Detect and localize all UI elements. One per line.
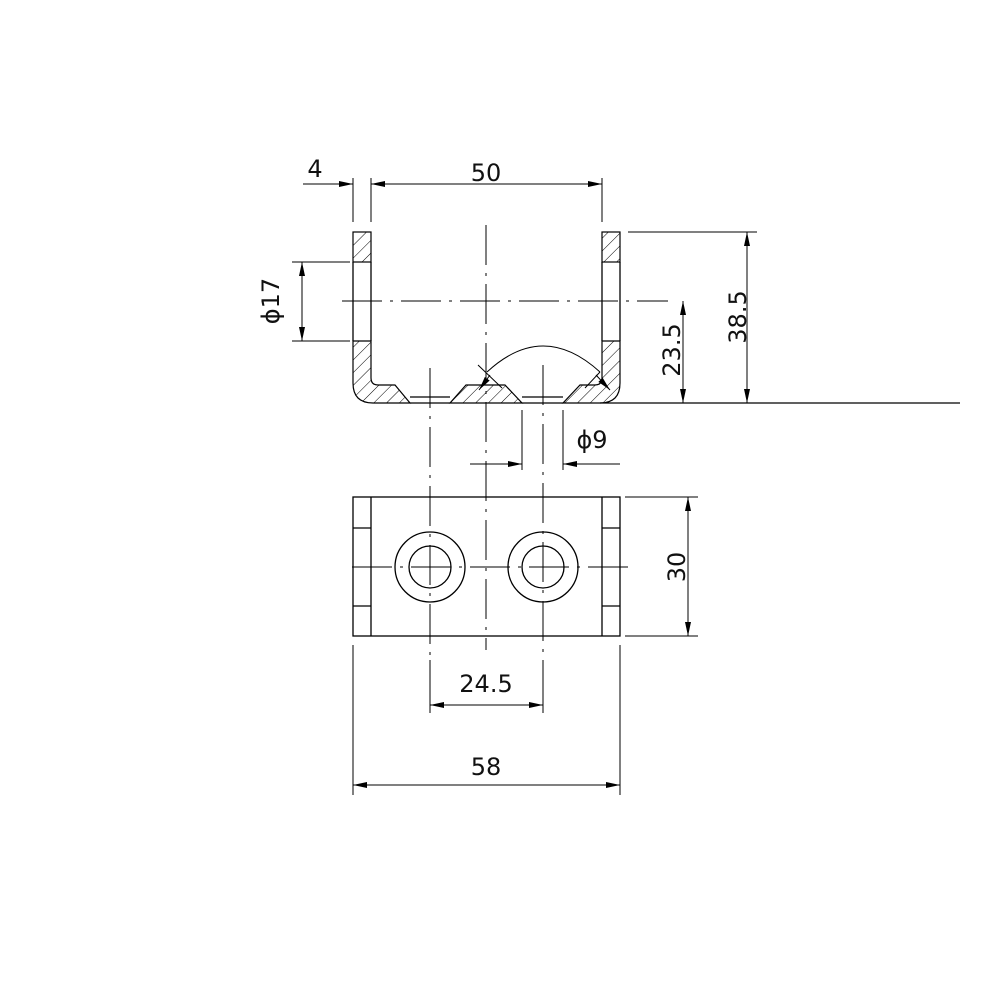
dim-inner-width: 50 bbox=[471, 159, 502, 187]
dim-hole-spacing: 24.5 bbox=[459, 670, 512, 698]
dim-total-width: 58 bbox=[471, 753, 502, 781]
rotation-arc bbox=[486, 345, 601, 373]
dim-depth: 30 bbox=[663, 552, 691, 583]
right-bottom-section bbox=[561, 340, 621, 404]
dim-side-hole-dia: ϕ17 bbox=[257, 278, 285, 324]
dim-wall-thickness: 4 bbox=[307, 155, 322, 183]
dim-bottom-hole-dia: ϕ9 bbox=[576, 426, 607, 454]
left-bottom-section bbox=[352, 340, 412, 404]
section-view bbox=[342, 225, 960, 660]
left-countersink bbox=[394, 531, 466, 603]
dim-total-height: 38.5 bbox=[724, 290, 752, 343]
dim-hole-center-height: 23.5 bbox=[658, 323, 686, 376]
left-wall-top-section bbox=[352, 231, 372, 263]
dimensions: 4 50 ϕ17 38.5 23.5 ϕ9 30 24.5 58 bbox=[257, 155, 757, 795]
plan-view bbox=[352, 496, 630, 637]
right-wall-top-section bbox=[601, 231, 621, 263]
